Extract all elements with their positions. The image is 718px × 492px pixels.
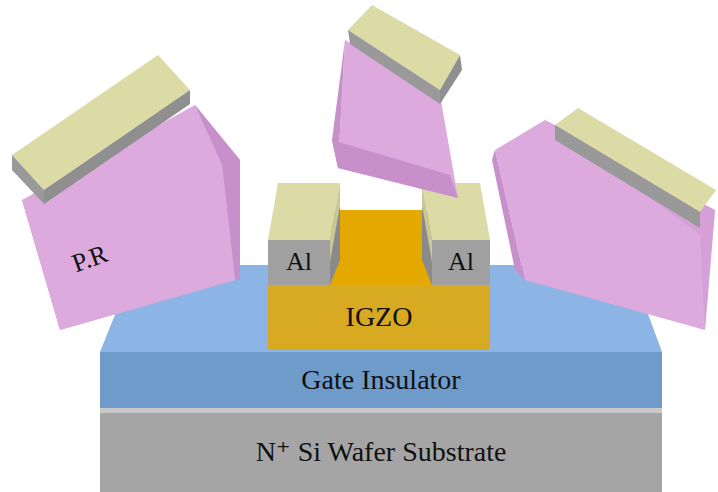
insulator-box: Gate Insulator <box>100 352 662 408</box>
node-label: Gate Insulator <box>301 365 460 396</box>
node-label: Al <box>286 248 312 277</box>
al-cap-side <box>422 183 432 262</box>
al-cap <box>268 183 340 240</box>
pr-block-left <box>12 55 240 330</box>
al-cap-side <box>330 183 340 262</box>
node-label: P.R <box>68 240 111 279</box>
substrate-box: N⁺ Si Wafer Substrate <box>100 413 662 492</box>
electrode-box: Al <box>432 240 490 285</box>
pr-block-right <box>492 108 716 330</box>
semiconductor-box: IGZO <box>268 285 490 350</box>
pr-block-middle <box>332 5 462 198</box>
node-label: N⁺ Si Wafer Substrate <box>256 437 507 468</box>
node-label: IGZO <box>346 302 413 333</box>
node-label: Al <box>448 248 474 277</box>
electrode-box: Al <box>268 240 330 285</box>
